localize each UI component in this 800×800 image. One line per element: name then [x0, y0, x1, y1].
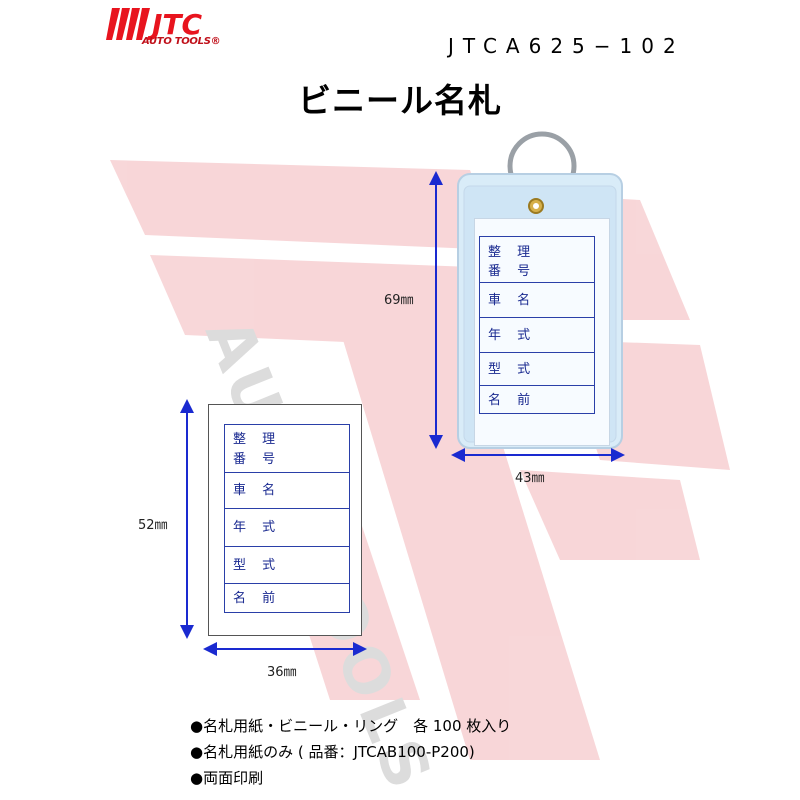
tag-height-label: 69㎜	[384, 293, 414, 308]
tag-width-label: 43㎜	[515, 471, 545, 486]
card-field-label: 年 式	[233, 520, 282, 535]
card-height-label: 52㎜	[138, 518, 168, 533]
card-field-row: 名 前	[225, 584, 349, 614]
card-field-label: 車 名	[233, 483, 282, 498]
jtc-logo-mark: JTC	[106, 8, 203, 41]
part-number: JTCA625−102	[448, 34, 685, 58]
card-width-label: 36㎜	[267, 665, 297, 680]
tag-field-row: 年 式	[480, 318, 594, 353]
card-field-row: 型 式	[225, 547, 349, 584]
feature-item: ●両面印刷	[190, 769, 264, 787]
card-field-row: 整 理 番 号	[225, 425, 349, 473]
name-card-paper	[208, 404, 362, 636]
card-field-row: 車 名	[225, 473, 349, 509]
brand-logo: JTC AUTO TOOLS®	[106, 6, 226, 52]
feature-item: ●名札用紙・ビニール・リング 各 100 枚入り	[190, 717, 512, 735]
tag-field-label: 年 式	[488, 328, 537, 343]
logo-brand: JTC	[147, 8, 203, 41]
card-field-row: 年 式	[225, 509, 349, 547]
tag-field-row: 車 名	[480, 283, 594, 318]
page-title: ビニール名札	[298, 81, 502, 120]
card-field-label: 整 理 番 号	[233, 432, 282, 467]
feature-item: ●名札用紙のみ ( 品番：JTCAB100-P200)	[190, 743, 475, 761]
card-field-label: 名 前	[233, 591, 282, 606]
card-field-label: 型 式	[233, 558, 282, 573]
tag-field-label: 車 名	[488, 293, 537, 308]
tag-paper	[474, 218, 610, 446]
tag-field-label: 整 理 番 号	[488, 245, 537, 279]
logo-tagline: AUTO TOOLS®	[142, 36, 221, 47]
feature-list: ●名札用紙・ビニール・リング 各 100 枚入り ●名札用紙のみ ( 品番：JT…	[190, 713, 511, 791]
tag-field-row: 型 式	[480, 353, 594, 386]
tag-field-row: 名 前	[480, 386, 594, 415]
card-field-grid: 整 理 番 号 車 名 年 式 型 式 名 前	[224, 424, 350, 613]
tag-field-label: 名 前	[488, 393, 537, 408]
tag-field-grid: 整 理 番 号 車 名 年 式 型 式 名 前	[479, 236, 595, 414]
tag-field-label: 型 式	[488, 362, 537, 377]
tag-field-row: 整 理 番 号	[480, 237, 594, 283]
